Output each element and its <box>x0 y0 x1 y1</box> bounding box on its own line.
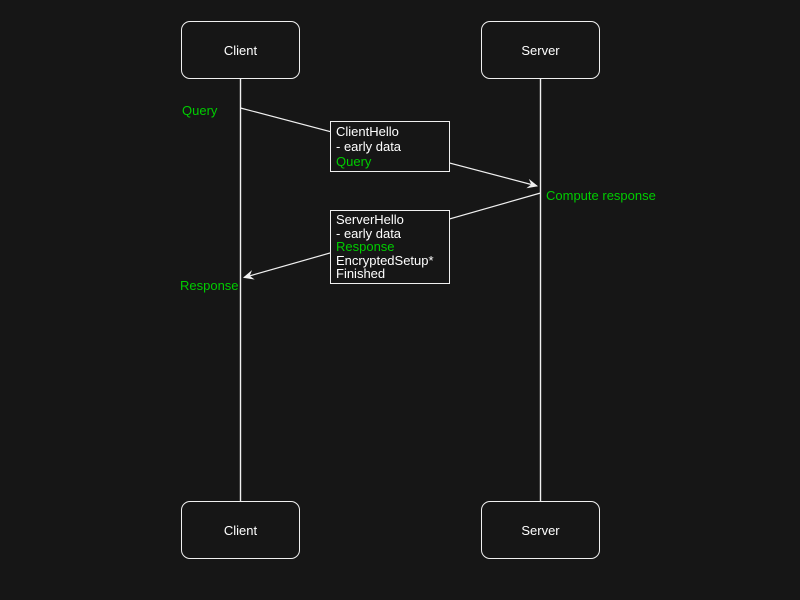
actor-box-server-top: Server <box>481 21 600 79</box>
message-line: Finished <box>336 266 386 282</box>
message-line: Response <box>336 239 395 255</box>
label-response: Response <box>180 278 239 293</box>
message-line: - early data <box>336 225 402 241</box>
message-box-clienthello: ClientHello - early data Query <box>330 121 450 172</box>
label-query: Query <box>182 103 218 118</box>
actor-box-client-top: Client <box>181 21 300 79</box>
message-line: EncryptedSetup* <box>336 252 434 268</box>
actor-label: Server <box>521 42 560 58</box>
message-line: ServerHello <box>336 212 404 227</box>
label-compute-response: Compute response <box>546 188 656 203</box>
message-line: ClientHello <box>336 124 399 139</box>
message-box-serverhello: ServerHello - early data Response Encryp… <box>330 210 450 284</box>
actor-box-client-bottom: Client <box>181 501 300 559</box>
actor-label: Client <box>223 522 258 538</box>
message-line: - early data <box>336 139 402 154</box>
actor-label: Server <box>521 522 560 538</box>
message-line: Query <box>336 154 372 169</box>
actor-box-server-bottom: Server <box>481 501 600 559</box>
actor-label: Client <box>223 42 258 58</box>
